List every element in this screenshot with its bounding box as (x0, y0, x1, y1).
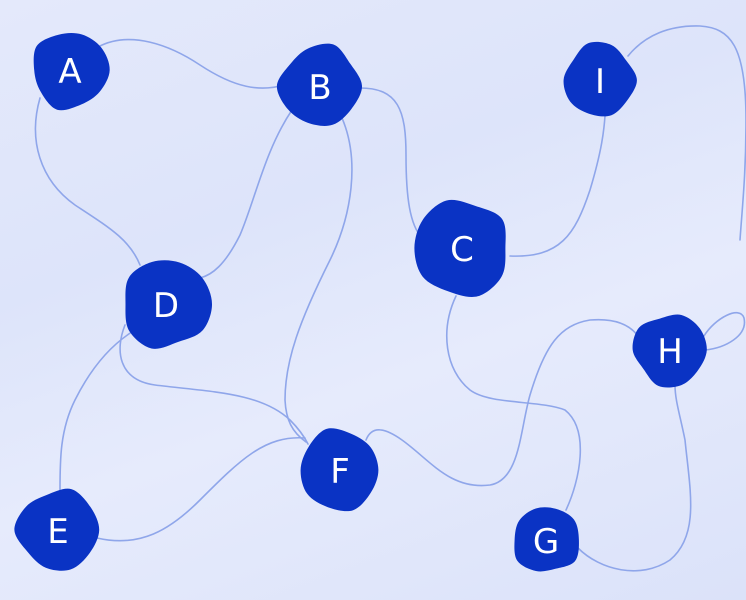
node-b-circle (276, 43, 363, 126)
edge-b-f (284, 117, 353, 443)
node-h-circle (632, 314, 707, 388)
node-layer: A B C D E F G H I (14, 33, 707, 572)
edge-h-h (703, 311, 746, 351)
node-i-label: I (595, 62, 605, 102)
node-f-label: F (330, 452, 350, 492)
node-f: F (300, 428, 379, 512)
node-e-circle (14, 488, 100, 571)
node-b: B (276, 43, 363, 126)
node-h: H (632, 314, 707, 388)
edge-c-i (509, 115, 606, 257)
node-d-circle (125, 260, 213, 349)
node-c: C (414, 199, 506, 298)
node-a-label: A (58, 52, 81, 92)
node-e-label: E (47, 512, 68, 552)
node-c-label: C (450, 230, 474, 270)
node-c-circle (414, 199, 506, 298)
node-g-circle (514, 507, 579, 572)
edge-i-edge (627, 25, 746, 241)
edge-d-e (59, 329, 136, 491)
node-g: G (514, 507, 579, 572)
node-d: D (125, 260, 213, 349)
edge-b-c (359, 87, 423, 239)
node-a: A (33, 33, 110, 111)
node-h-label: H (657, 332, 683, 372)
edge-b-d (199, 109, 293, 279)
edge-e-f (96, 437, 306, 542)
edge-a-d (34, 97, 141, 266)
node-i: I (563, 41, 637, 117)
node-b-label: B (308, 68, 331, 108)
node-a-circle (33, 33, 110, 111)
edge-a-b (97, 38, 285, 89)
edge-g-h (577, 384, 692, 572)
edge-f-h (365, 318, 639, 487)
node-f-circle (300, 428, 379, 512)
edge-layer (34, 25, 746, 572)
node-i-circle (563, 41, 637, 117)
node-g-label: G (533, 522, 559, 562)
edge-d-f (119, 324, 309, 445)
edge-c-g (446, 295, 582, 511)
node-d-label: D (153, 286, 179, 326)
node-e: E (14, 488, 100, 571)
